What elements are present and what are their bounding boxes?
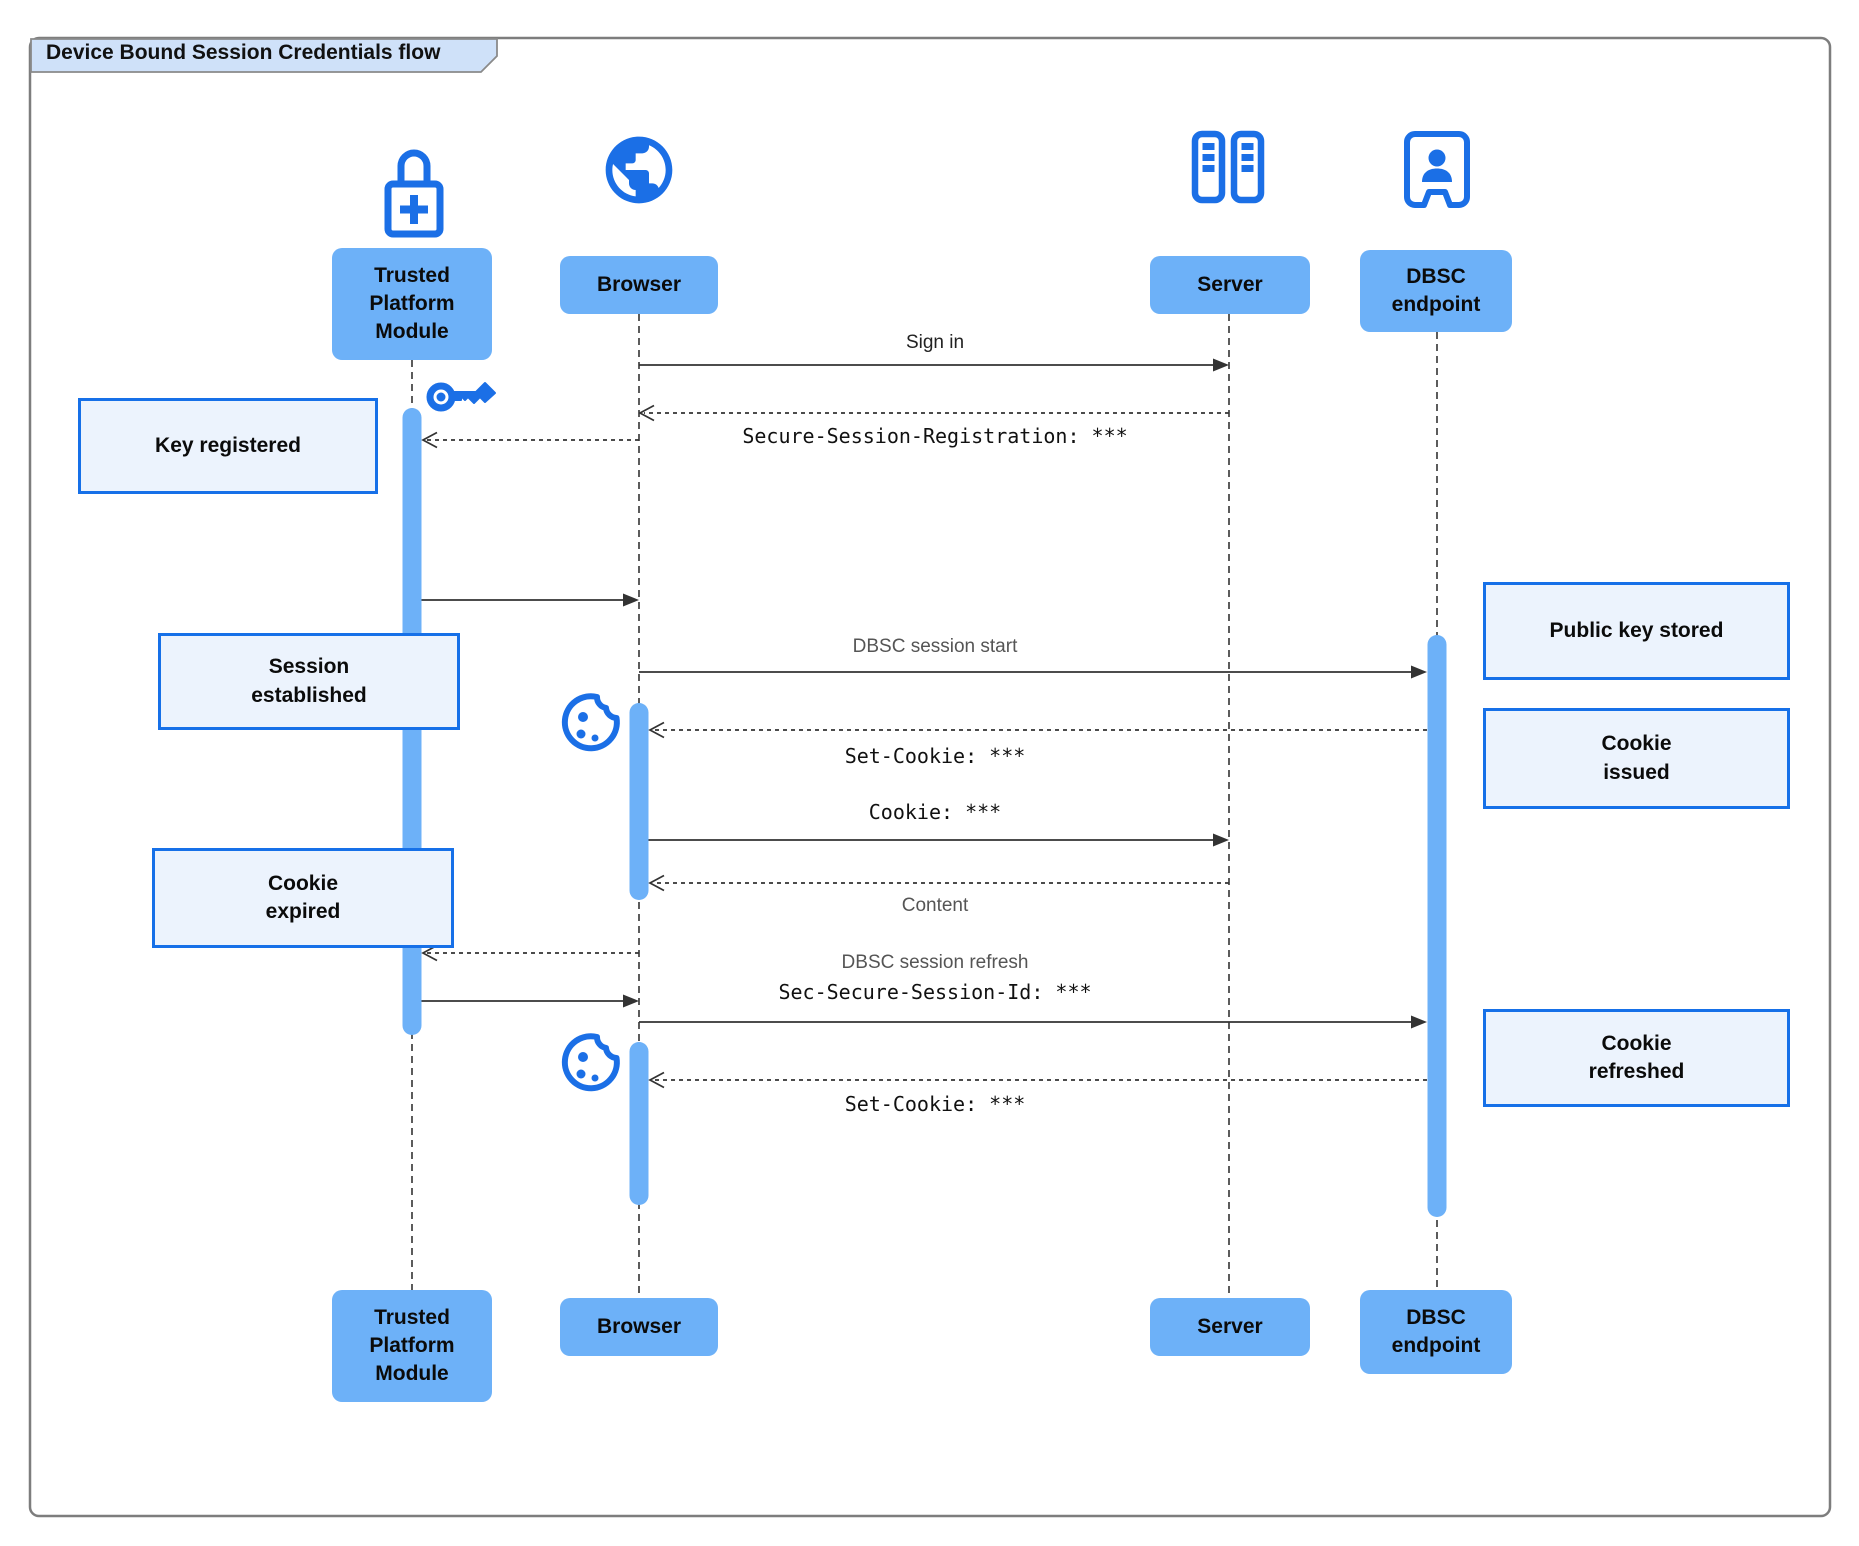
note-cookie-issued: Cookie issued bbox=[1483, 708, 1790, 809]
note-cookie-refreshed: Cookie refreshed bbox=[1483, 1009, 1790, 1107]
participant-label-dbsc-top: DBSC endpoint bbox=[1360, 250, 1512, 332]
participant-label-dbsc-bottom: DBSC endpoint bbox=[1360, 1290, 1512, 1374]
participant-label-browser-top: Browser bbox=[560, 256, 718, 314]
note-session-established: Session established bbox=[158, 633, 460, 730]
title-tab bbox=[30, 38, 498, 73]
message-dbsc-session-start: DBSC session start bbox=[852, 636, 1018, 657]
message-dbsc-session-refresh: DBSC session refresh bbox=[841, 952, 1029, 973]
note-key-registered: Key registered bbox=[78, 398, 378, 494]
note-cookie-expired: Cookie expired bbox=[152, 848, 454, 948]
diagram-frame bbox=[28, 36, 1832, 1518]
cookie-icon bbox=[561, 1033, 620, 1092]
activation-browser-1 bbox=[629, 703, 649, 900]
message-set-cookie-2: Set-Cookie: *** bbox=[844, 1092, 1026, 1116]
message-arrows bbox=[421, 358, 1427, 1089]
key-icon bbox=[426, 382, 496, 412]
participant-label-server-bottom: Server bbox=[1150, 1298, 1310, 1356]
activation-browser-2 bbox=[629, 1042, 649, 1205]
id-badge-icon bbox=[1404, 131, 1470, 208]
message-content: Content bbox=[901, 895, 969, 916]
participant-label-tpm-top: Trusted Platform Module bbox=[332, 248, 492, 360]
participant-label-tpm-bottom: Trusted Platform Module bbox=[332, 1290, 492, 1402]
message-secure-session-registration: Secure-Session-Registration: *** bbox=[742, 424, 1128, 448]
participant-label-browser-bottom: Browser bbox=[560, 1298, 718, 1356]
message-set-cookie-1: Set-Cookie: *** bbox=[844, 744, 1026, 768]
activation-dbsc bbox=[1427, 635, 1447, 1217]
note-public-key-stored: Public key stored bbox=[1483, 582, 1790, 680]
globe-icon bbox=[605, 136, 673, 204]
participant-label-server-top: Server bbox=[1150, 256, 1310, 314]
cookie-icon bbox=[561, 693, 620, 752]
message-sec-secure-session-id: Sec-Secure-Session-Id: *** bbox=[778, 980, 1092, 1004]
lock-plus-icon bbox=[384, 149, 444, 238]
server-rack-icon bbox=[1191, 130, 1265, 204]
message-sign-in: Sign in bbox=[905, 332, 965, 353]
diagram-title: Device Bound Session Credentials flow bbox=[46, 41, 441, 64]
message-cookie: Cookie: *** bbox=[868, 800, 1002, 824]
